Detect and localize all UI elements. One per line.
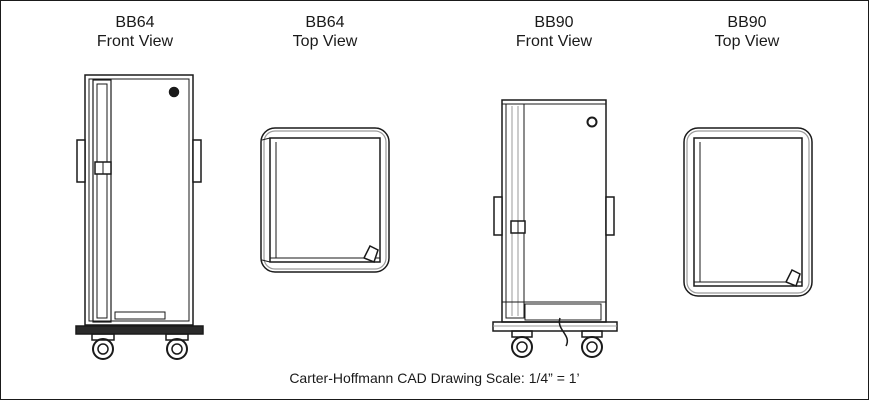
cabinet-body [84, 74, 194, 326]
view-label-bb90-top: BB90 Top View [692, 13, 802, 51]
view-model: BB90 [727, 14, 767, 31]
base-bumper [75, 325, 204, 335]
vent [114, 311, 166, 320]
view-label-bb64-front: BB64 Front View [80, 13, 190, 51]
bb90-front-view [492, 99, 618, 358]
wheel-right [581, 336, 603, 358]
wheel-right [166, 338, 188, 360]
top-panel [269, 137, 381, 263]
hinge-strip [92, 79, 112, 323]
bb90-top-view [683, 127, 813, 297]
view-model: BB64 [115, 14, 155, 31]
handle-left [76, 139, 86, 183]
top-knob-shape [784, 268, 801, 287]
view-model: BB90 [534, 14, 574, 31]
view-model: BB64 [305, 14, 345, 31]
cabinet-inner-edge [88, 78, 190, 322]
view-type: Front View [515, 33, 593, 50]
wheel-left [92, 338, 114, 360]
power-cord [558, 317, 569, 347]
view-type: Top View [292, 33, 358, 50]
scale-caption: Carter-Hoffmann CAD Drawing Scale: 1/4” … [289, 370, 580, 386]
view-label-bb64-top: BB64 Top View [270, 13, 380, 51]
wheel-left [511, 336, 533, 358]
top-knob-shape [362, 244, 379, 263]
lower-chassis [524, 303, 602, 321]
view-type: Front View [96, 33, 174, 50]
bb64-top-view [260, 127, 390, 273]
view-label-bb90-front: BB90 Front View [499, 13, 609, 51]
handle-right [192, 139, 202, 183]
handle-left [493, 196, 503, 236]
hinge-strip [505, 103, 525, 319]
wheel-hub-right [171, 343, 183, 355]
bb64-front-view [75, 74, 204, 360]
thermostat-knob [586, 116, 598, 128]
top-bumper [686, 130, 810, 294]
top-bumper [263, 130, 387, 270]
thermostat-knob [168, 86, 180, 98]
top-outline [260, 127, 390, 273]
hinge-strip-inner [96, 83, 108, 319]
view-type: Top View [714, 33, 780, 50]
top-outline [683, 127, 813, 297]
wheel-hub-left [97, 343, 109, 355]
handle-right [605, 196, 615, 236]
top-panel [693, 137, 803, 287]
